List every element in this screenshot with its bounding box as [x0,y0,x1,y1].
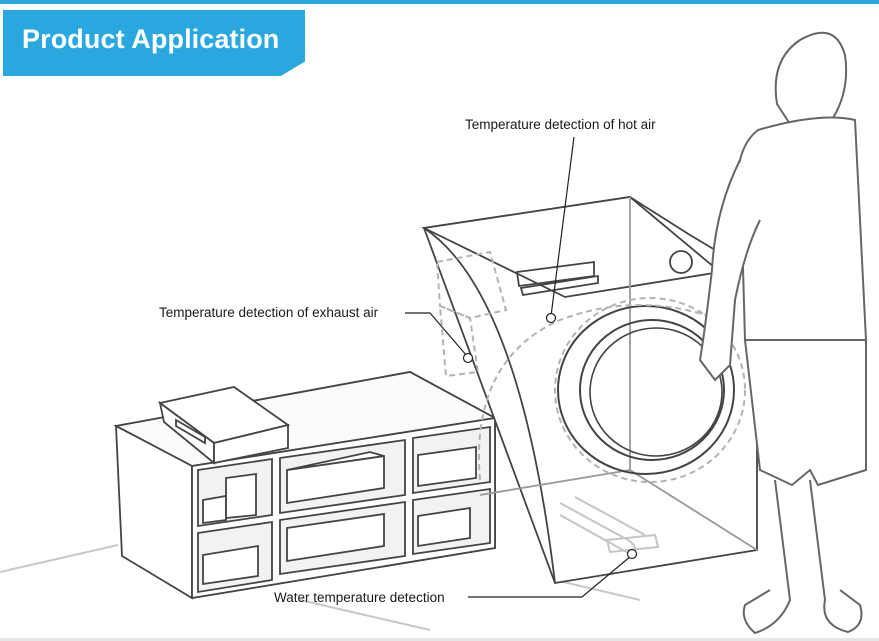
washer-dryer-illustration [421,196,758,585]
water-sensor-marker [626,548,638,560]
callout-water-temperature: Water temperature detection [274,590,445,605]
callout-leaders [405,136,638,598]
person-illustration [698,31,868,635]
callout-exhaust-air: Temperature detection of exhaust air [159,305,379,320]
title-banner [3,10,305,76]
exhaust-air-sensor-marker [462,352,474,364]
callout-hot-air: Temperature detection of hot air [465,117,656,132]
footer-rule [0,638,879,641]
page-title: Product Application [22,24,280,54]
header-top-rule [0,0,879,4]
storage-cabinet-illustration [113,371,498,600]
hot-air-sensor-marker [545,312,557,324]
floor-lines [0,544,641,631]
